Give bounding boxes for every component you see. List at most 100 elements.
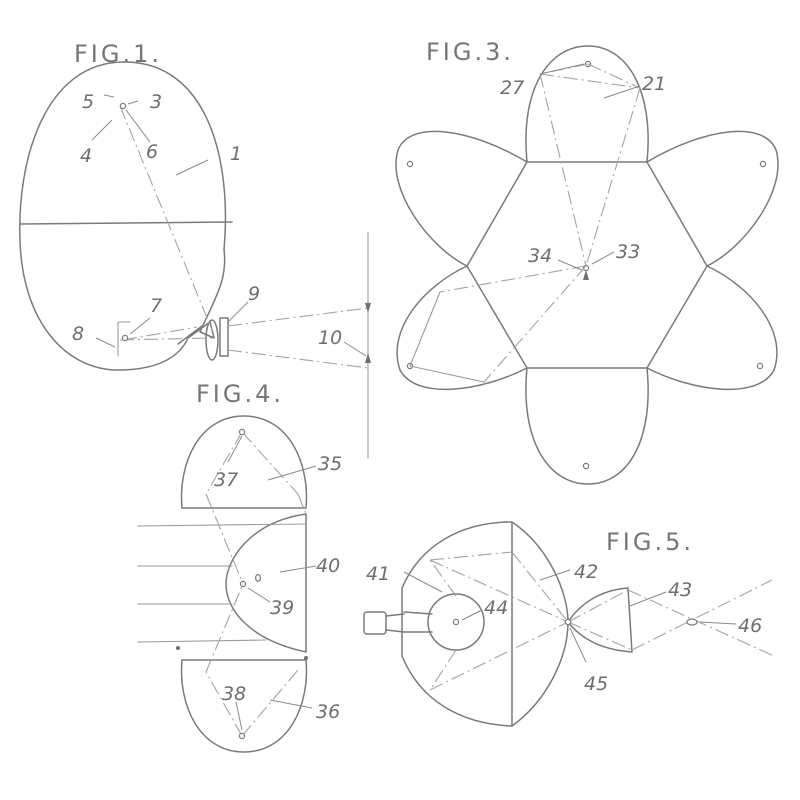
fig5-filament — [452, 618, 460, 626]
fig4-path-6 — [241, 669, 299, 737]
fig1-light-source-lower — [121, 334, 129, 342]
fig5-ray-8 — [567, 621, 633, 651]
ref-6: 6 — [146, 141, 158, 163]
ref-27: 27 — [500, 77, 524, 99]
ref-40: 40 — [316, 555, 340, 577]
fig5-image-point — [686, 618, 698, 626]
fig5-ray-4 — [429, 649, 457, 691]
ref-7: 7 — [150, 295, 162, 317]
ref-39: 39 — [270, 597, 294, 619]
fig3-ray-8 — [409, 291, 441, 367]
fig5-leader-42 — [539, 569, 571, 581]
fig1-leader-6 — [125, 109, 151, 143]
fig4-edge-dot-right — [304, 656, 308, 660]
ref-35: 35 — [318, 453, 342, 475]
fig3-petal-top — [525, 45, 649, 163]
ref-1: 1 — [230, 143, 242, 165]
ref-43: 43 — [668, 579, 692, 601]
fig5-leader-44 — [461, 609, 483, 621]
fig5-focal-point — [564, 618, 572, 626]
fig4-path-1 — [205, 431, 243, 495]
fig5-left-reflector — [401, 521, 513, 727]
fig4-path-4 — [297, 493, 307, 515]
ref-45: 45 — [584, 673, 608, 695]
fig1-caption: FIG.1. — [74, 40, 162, 68]
ref-42: 42 — [574, 561, 598, 583]
fig4-middle-reflector — [225, 513, 307, 653]
fig4-leader-36 — [269, 699, 313, 709]
fig1-projection-upper — [227, 307, 369, 327]
figure-5: FIG.5. 41 42 — [363, 521, 775, 727]
fig3-leader-33 — [591, 251, 615, 265]
fig4-edge-dot — [176, 646, 180, 650]
fig4-leader-35 — [267, 465, 317, 481]
ref-21: 21 — [642, 73, 666, 95]
fig5-ray-6 — [429, 551, 513, 561]
fig3-leader-21 — [603, 85, 641, 99]
fig1-ray-b — [119, 337, 213, 341]
figure-1: FIG.1. 5 3 4 6 — [19, 40, 371, 459]
fig3-ray-4 — [585, 87, 641, 267]
ref-46: 46 — [738, 615, 762, 637]
fig4-path-7 — [205, 583, 244, 673]
fig3-leader-34 — [557, 259, 583, 271]
ref-38: 38 — [222, 683, 246, 705]
fig4-path-2 — [241, 431, 299, 495]
fig1-ray-a — [119, 105, 213, 331]
fig5-bulb-neck — [403, 611, 433, 633]
fig4-source-lower — [238, 732, 246, 740]
fig5-ray-2 — [429, 621, 569, 691]
fig5-leader-46 — [699, 621, 737, 625]
fig1-leader-10 — [343, 341, 367, 357]
fig5-base-collar-bottom — [385, 629, 405, 633]
ref-34: 34 — [528, 245, 552, 267]
fig3-leader-27 — [539, 63, 585, 75]
fig3-ray-9 — [539, 73, 641, 89]
fig5-ray-7 — [567, 589, 629, 623]
fig5-leader-41 — [403, 571, 443, 593]
fig3-dot-bottom — [582, 462, 590, 470]
fig4-lower-dome — [180, 659, 308, 753]
fig1-arrow-down — [365, 353, 371, 363]
fig1-lens — [205, 319, 219, 361]
fig4-path-3 — [205, 493, 244, 585]
fig5-base-collar-top — [385, 613, 405, 617]
fig1-leader-4 — [91, 119, 113, 141]
fig4-caption: FIG.4. — [196, 380, 284, 408]
fig4-leader-38 — [235, 701, 243, 731]
fig3-petal-lower-left — [396, 265, 528, 391]
fig1-leader-1 — [175, 159, 209, 176]
fig5-ray-1 — [429, 559, 569, 623]
fig4-leader-37 — [227, 435, 243, 463]
ref-9: 9 — [248, 283, 260, 305]
fig3-petal-upper-left — [395, 130, 528, 267]
fig3-dot-upper-right — [759, 160, 767, 168]
fig5-right-cap — [511, 521, 569, 727]
figure-4: FIG.4. 37 35 40 39 — [137, 380, 342, 753]
fig1-projection-lower — [227, 349, 369, 369]
fig5-beam-lower — [627, 589, 775, 657]
fig3-ray-6 — [483, 265, 587, 383]
fig3-ray-7 — [409, 365, 485, 383]
fig4-focal-mark — [255, 573, 262, 582]
fig4-source-upper — [238, 428, 246, 436]
fig1-light-source-upper — [119, 102, 127, 110]
fig1-ray-c — [122, 326, 198, 341]
fig1-seam-line — [19, 221, 233, 225]
fig4-upper-dome — [180, 415, 308, 509]
fig3-ray-2 — [539, 73, 587, 267]
fig3-ray-3 — [587, 63, 641, 89]
fig4-ray-1 — [137, 523, 307, 527]
fig4-leader-39 — [247, 587, 271, 603]
fig4-focal-point — [239, 580, 247, 588]
fig5-leader-43 — [629, 591, 667, 607]
fig3-ray-5 — [439, 265, 587, 293]
fig5-beam-upper — [631, 579, 773, 651]
fig4-ray-4 — [137, 639, 267, 643]
fig5-bulb-base — [363, 611, 387, 635]
fig3-caption: FIG.3. — [426, 38, 514, 66]
ref-36: 36 — [316, 701, 340, 723]
fig1-neck — [177, 325, 203, 345]
fig1-reflector-outline — [19, 61, 227, 371]
